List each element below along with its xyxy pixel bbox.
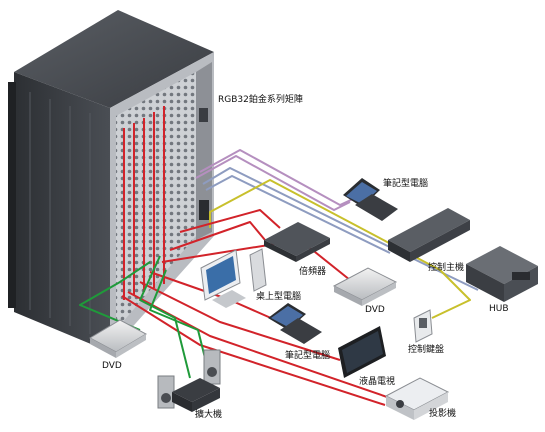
- label-control-panel: 控制鍵盤: [408, 343, 444, 355]
- label-laptop-top: 筆記型電腦: [383, 177, 428, 189]
- rack-ear-left: [8, 82, 16, 308]
- matrix-side-face: [14, 72, 110, 352]
- label-control-host: 控制主機: [428, 261, 464, 273]
- rgb-port-columns: [123, 106, 165, 300]
- matrix-power-switch: [199, 108, 208, 122]
- matrix-top-face: [14, 10, 214, 108]
- cable-projector: [127, 291, 391, 399]
- control-host-device: [388, 208, 470, 262]
- label-amplifier: 擴大機: [195, 408, 222, 420]
- cable-laptop-top-2: [195, 155, 351, 211]
- dvd-right-device: [332, 267, 398, 306]
- label-laptop-mid: 筆記型電腦: [285, 349, 330, 361]
- lcd-tv-device: [338, 326, 386, 378]
- label-projector: 投影機: [429, 407, 456, 419]
- label-dvd-left: DVD: [102, 361, 122, 371]
- label-lcd-tv: 液晶電視: [359, 375, 395, 387]
- label-multiplier: 倍頻器: [299, 265, 326, 277]
- side-ribs: [29, 92, 91, 334]
- projector-device: [384, 377, 450, 420]
- cable-lcd-tv: [139, 281, 341, 361]
- cable-network: [202, 167, 479, 291]
- label-desktop: 桌上型電腦: [256, 290, 301, 302]
- control-panel-device: [413, 309, 433, 343]
- matrix-fan: [199, 200, 209, 220]
- multiplier-device: [264, 222, 330, 262]
- matrix-chassis: [8, 10, 214, 352]
- desktop-device: [200, 248, 267, 308]
- cable-projector-2: [121, 295, 386, 406]
- hub-device: [466, 246, 538, 302]
- cable-amplifier-2: [149, 269, 209, 371]
- amplifier-device: [157, 349, 221, 412]
- cable-dvd-left: [79, 261, 151, 331]
- cable-control: [209, 179, 471, 319]
- dvd-left-device: [88, 319, 148, 358]
- matrix-port-field: [116, 72, 196, 330]
- laptop-top-device: [343, 178, 398, 221]
- cable-desktop: [169, 221, 266, 251]
- label-dvd-right: DVD: [365, 305, 385, 315]
- laptop-mid-device: [268, 303, 322, 344]
- matrix-control-strip: [196, 62, 212, 240]
- cable-laptop-top: [199, 149, 356, 206]
- label-hub: HUB: [489, 304, 509, 314]
- cable-network-2: [205, 175, 391, 254]
- cable-amplifier: [139, 255, 191, 379]
- label-matrix: RGB32鉑金系列矩陣: [218, 93, 303, 105]
- cable-multiplier: [179, 209, 281, 233]
